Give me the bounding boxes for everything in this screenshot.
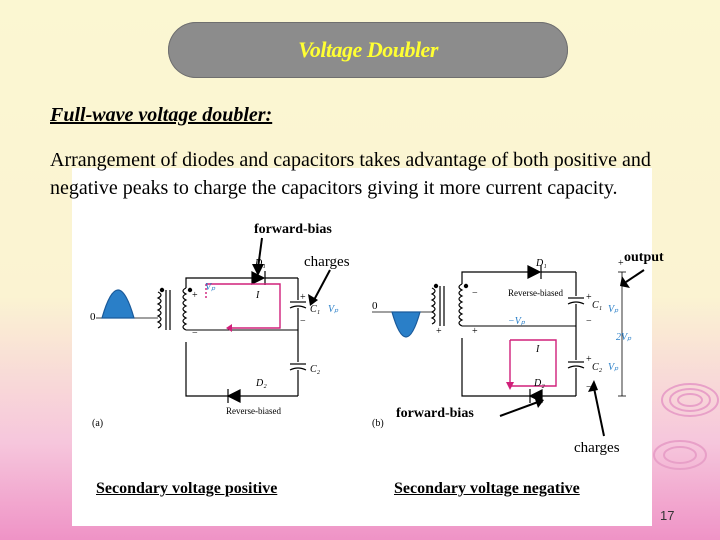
zero-label-a: 0 — [90, 311, 96, 323]
d1-label-b: D₁ — [536, 258, 547, 269]
annotation-arrows — [252, 237, 645, 437]
svg-text:−: − — [586, 316, 592, 327]
vp-cap-label-a: Vₚ — [328, 304, 339, 315]
c1-label-b: C₁ — [592, 300, 603, 311]
forward-bias-label-top: forward-bias — [254, 222, 332, 237]
section-heading: Full-wave voltage doubler: — [50, 104, 273, 126]
circuit-a: + − + − — [96, 271, 307, 403]
current-label-b: I — [536, 344, 540, 355]
swirl-decoration — [653, 383, 719, 470]
output-label: output — [624, 250, 664, 265]
svg-text:+: + — [586, 354, 592, 365]
c1-label-a: C₁ — [310, 304, 321, 315]
d2-label-a: D₂ — [256, 378, 267, 389]
zero-label-b: 0 — [372, 300, 378, 312]
reverse-biased-label-b: Reverse-biased — [508, 288, 563, 298]
c2-label-b: C₂ — [592, 362, 603, 373]
caption-secondary-positive: Secondary voltage positive — [96, 480, 278, 497]
svg-text:−: − — [300, 316, 306, 327]
svg-text:−: − — [472, 288, 478, 299]
body-paragraph: Arrangement of diodes and capacitors tak… — [50, 149, 651, 199]
slide-title: Voltage Doubler — [298, 37, 438, 62]
current-path-a — [205, 283, 281, 332]
svg-text:+: + — [300, 292, 306, 303]
figure-label-b: (b) — [372, 418, 384, 429]
two-vp-label-b: 2Vₚ — [616, 332, 632, 343]
caption-secondary-negative: Secondary voltage negative — [394, 480, 580, 497]
forward-bias-label-bottom: forward-bias — [396, 406, 474, 421]
d1-label-a: D₁ — [255, 258, 266, 269]
svg-text:+: + — [618, 258, 624, 269]
vp-secondary-label-a: Vₚ — [205, 282, 216, 293]
c2-label-a: C₂ — [310, 364, 321, 375]
current-path-b — [506, 339, 557, 390]
charges-label-right: charges — [574, 440, 620, 456]
title-banner: Voltage Doubler — [168, 22, 568, 78]
d2-label-b: D₂ — [534, 378, 545, 389]
vp-secondary-label-b: −Vₚ — [508, 316, 526, 327]
figure-label-a: (a) — [92, 418, 104, 429]
circuit-b: + + − + − + − + — [372, 258, 626, 403]
vp-c2-label-b: Vₚ — [608, 362, 619, 373]
svg-text:−: − — [192, 328, 198, 339]
page-number: 17 — [660, 508, 675, 523]
charges-label-left: charges — [304, 254, 350, 270]
svg-text:−: − — [586, 382, 592, 393]
svg-text:+: + — [586, 292, 592, 303]
svg-text:+: + — [192, 290, 198, 301]
vp-c1-label-b: Vₚ — [608, 304, 619, 315]
reverse-biased-label-a: Reverse-biased — [226, 406, 281, 416]
current-label-a: I — [256, 290, 260, 301]
svg-text:+: + — [472, 326, 478, 337]
svg-text:+: + — [436, 326, 442, 337]
